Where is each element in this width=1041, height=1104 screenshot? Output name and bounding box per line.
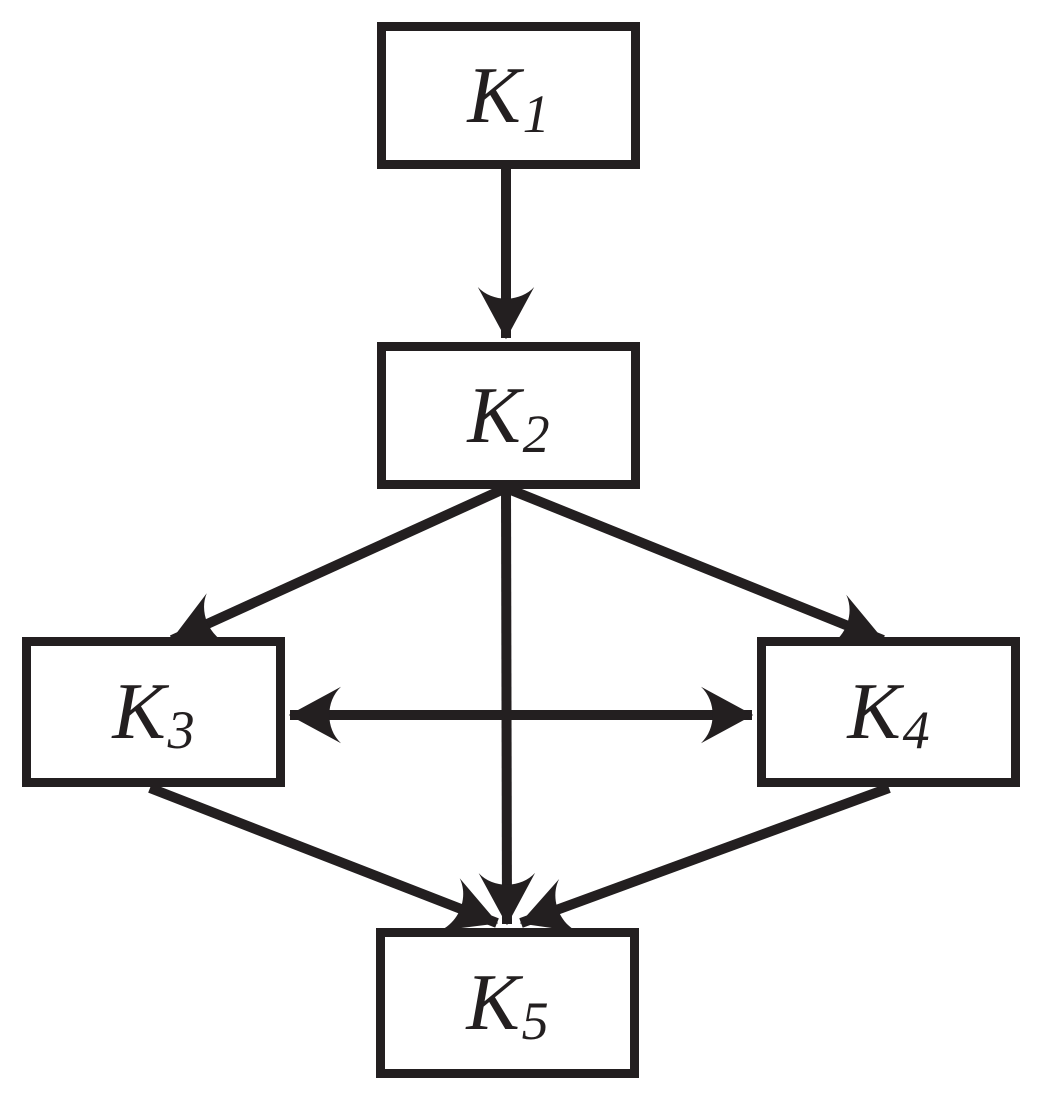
node-box-k2 [377, 342, 640, 489]
edge-k4-to-k5 [519, 783, 891, 932]
edge-k2-to-k3 [169, 483, 509, 645]
node-box-k4 [757, 637, 1020, 787]
edge-k2-to-k5 [478, 487, 536, 926]
node-box-k5 [376, 928, 639, 1078]
edge-k2-to-k4 [504, 483, 885, 648]
node-box-k1 [377, 22, 640, 169]
node-box-k3 [22, 637, 285, 787]
edge-k3-to-k5 [148, 783, 499, 931]
